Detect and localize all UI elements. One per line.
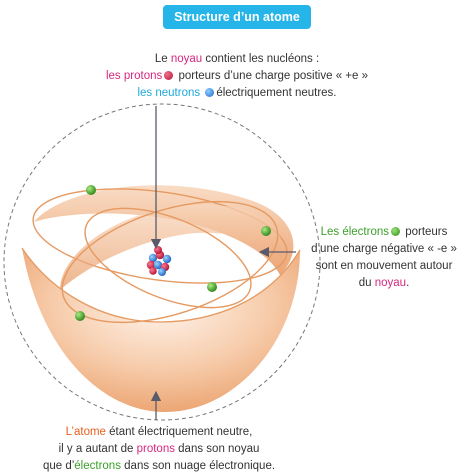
noyau-word-2: noyau (374, 277, 407, 289)
proton (146, 260, 156, 270)
bowl-rim (21, 247, 301, 323)
orbit-ring-2 (61, 200, 279, 324)
electron-line-3: sont en mouvement autour (315, 260, 453, 272)
proton (154, 246, 162, 254)
title-badge: Structure d’un atome (163, 5, 311, 29)
orbit-ring-3 (84, 207, 252, 309)
nucleus (146, 246, 172, 276)
electron-line-4: du noyau. (358, 277, 410, 289)
electrons-word: électrons (74, 460, 121, 472)
noyau-word: noyau (170, 53, 203, 65)
atom-line-3: que d’électrons dans son nuage électroni… (42, 460, 276, 472)
proton-icon (164, 71, 174, 80)
atome-word: L’atome (65, 426, 106, 438)
nucleus-line-2: les protons porteurs d’une charge positi… (105, 70, 368, 82)
electron (207, 282, 217, 292)
electron-line-1: Les électrons porteurs (320, 226, 448, 238)
electron (86, 185, 96, 195)
proton (149, 267, 157, 275)
atom-line-1: L’atome étant électriquement neutre, (65, 426, 253, 438)
electron (261, 226, 271, 236)
atom-line-2: il y a autant de protons dans son noyau (58, 443, 260, 455)
orbit-band-2 (60, 204, 284, 290)
neutron (158, 268, 166, 276)
atom-boundary (3, 103, 321, 421)
neutrons-label: les neutrons (137, 87, 204, 99)
electron-description: Les électrons porteurs d’une charge néga… (296, 224, 472, 292)
electron (75, 311, 85, 321)
nucleus-line-1: Le noyau contient les nucléons : (154, 53, 320, 65)
orbit-ring-1 (32, 188, 288, 284)
electron-icon (391, 227, 400, 236)
electron-cloud-bowl (22, 248, 300, 413)
electrons-label: Les électrons (320, 226, 389, 238)
neutron (148, 253, 158, 263)
protons-word: protons (136, 443, 175, 455)
neutron (162, 254, 172, 264)
neutron-icon (205, 88, 215, 97)
protons-label: les protons (105, 70, 163, 82)
electron-line-2: d’une charge négative « -e » (311, 243, 457, 255)
nucleus-line-3: les neutrons électriquement neutres. (137, 87, 337, 99)
nucleus-description: Le noyau contient les nucléons : les pro… (0, 51, 474, 102)
neutron (153, 260, 163, 270)
atom-description: L’atome étant électriquement neutre, il … (0, 424, 318, 475)
